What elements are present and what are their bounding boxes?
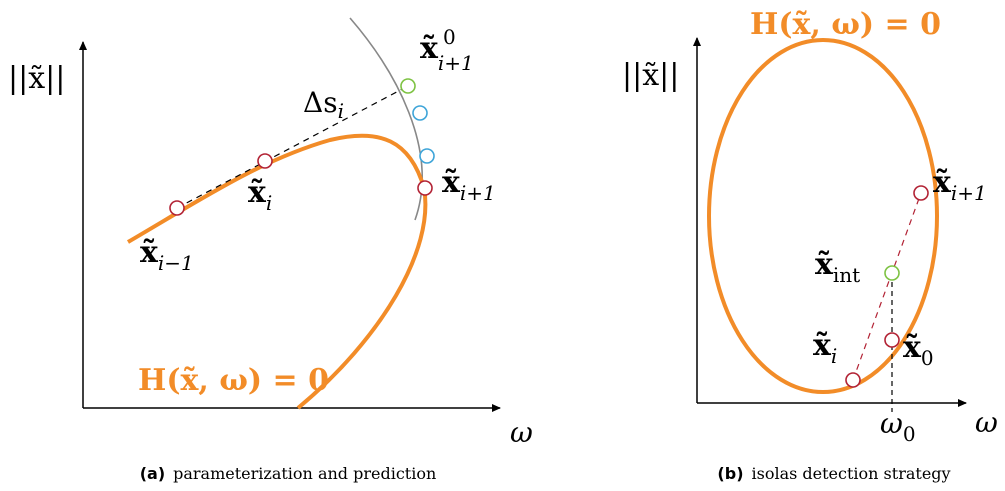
- panel-b-caption: (b)isolas detection strategy: [717, 464, 950, 483]
- panel-a-marker-iter-1: [412, 105, 428, 121]
- panel-b-marker-next: [913, 185, 929, 201]
- panel-b-x-label: ω: [975, 406, 998, 439]
- panel-a-sphere-arc: [349, 17, 423, 221]
- panel-a-label-curr: x̃i: [248, 175, 272, 215]
- panel-a: ||x̃|| ω Δsi x̃i−1 x̃i x̃i+1 x̃i+1 0 H(x…: [8, 17, 533, 483]
- panel-a-caption: (a)parameterization and prediction: [140, 464, 437, 483]
- panel-a-marker-prev: [169, 200, 185, 216]
- panel-a-label-predictor: x̃i+1: [420, 31, 474, 75]
- panel-b-omega0-label: ω0: [880, 407, 916, 446]
- panel-b-equation: H(x̃, ω) = 0: [750, 7, 941, 42]
- panel-a-tangent-line: [176, 85, 409, 209]
- panel-b-label-next: x̃i+1: [933, 165, 987, 205]
- panel-b-marker-int: [884, 265, 900, 281]
- panel-a-solution-curve: [126, 133, 428, 410]
- panel-a-marker-next: [417, 180, 433, 196]
- panel-b-isola-curve: [707, 38, 939, 394]
- panel-a-arc-label: Δsi: [303, 86, 344, 123]
- panel-a-label-predictor-sup: 0: [443, 25, 456, 49]
- panel-a-marker-predictor: [400, 78, 416, 94]
- panel-b-label-0: x̃0: [903, 330, 934, 370]
- panel-a-x-label: ω: [510, 416, 533, 449]
- panel-b-label-int: x̃int: [815, 247, 860, 287]
- panel-a-equation: H(x̃, ω) = 0: [138, 363, 329, 398]
- panel-b: ||x̃|| ω ω0 H(x̃, ω) = 0 x̃i+1 x̃int x̃i…: [622, 7, 998, 483]
- panel-b-marker-0: [884, 332, 900, 348]
- panel-a-marker-curr: [257, 153, 273, 169]
- panel-b-marker-i: [845, 372, 861, 388]
- panel-a-label-next: x̃i+1: [442, 165, 496, 205]
- panel-b-label-i: x̃i: [813, 328, 837, 368]
- panel-a-marker-iter-2: [419, 148, 435, 164]
- panel-b-secant-line: [852, 192, 922, 381]
- panel-a-y-label: ||x̃||: [8, 61, 65, 96]
- panel-a-label-prev: x̃i−1: [140, 235, 194, 275]
- panel-b-y-label: ||x̃||: [622, 58, 679, 93]
